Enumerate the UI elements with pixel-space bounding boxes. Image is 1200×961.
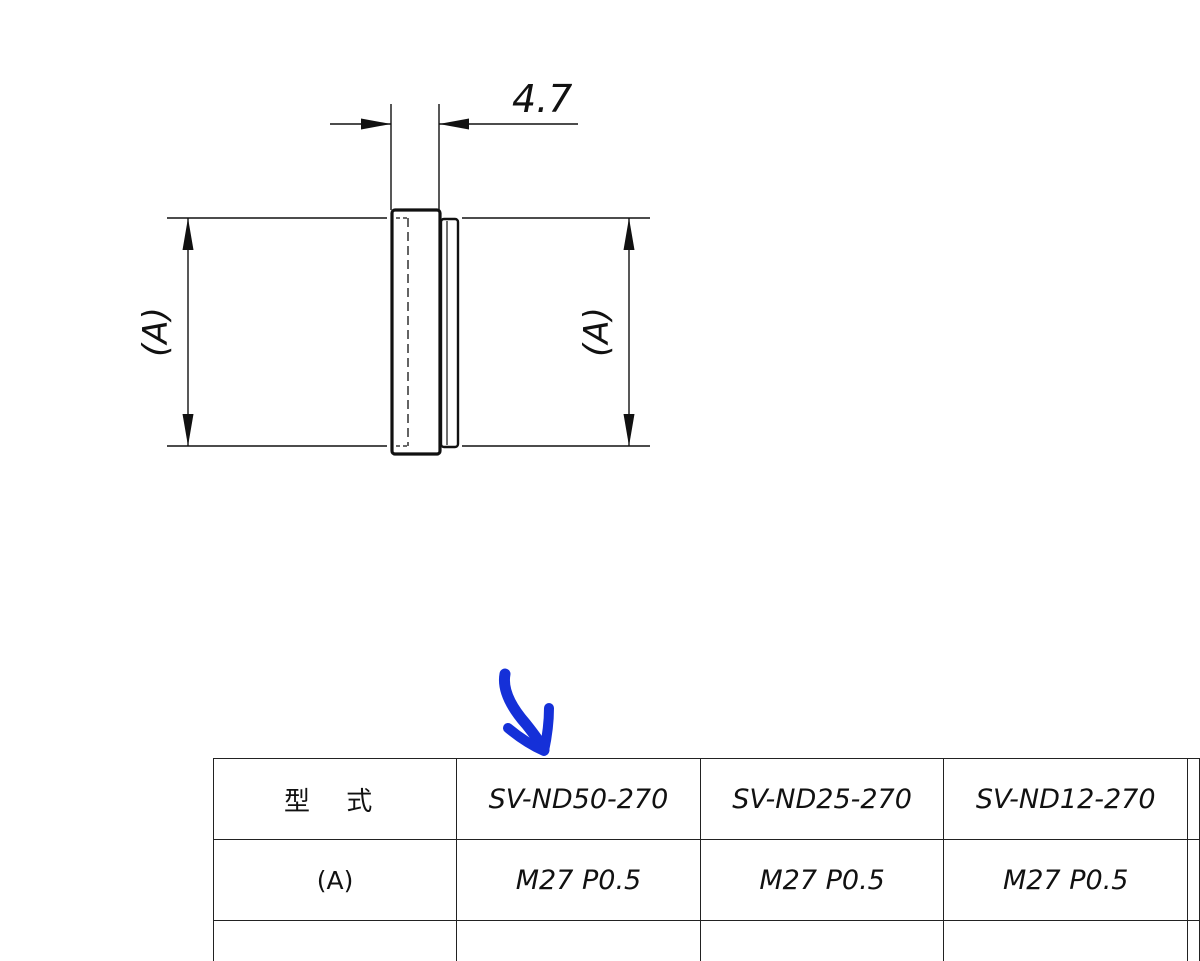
table-cell: M27 P0.5 — [700, 840, 944, 921]
row-label-a: (A) — [214, 840, 457, 921]
table-header-row: 型 式 SV-ND50-270 SV-ND25-270 SV-ND12-270 — [214, 759, 1200, 840]
table-cell: M27 P0.5 — [944, 840, 1188, 921]
part-thread-section — [441, 219, 458, 447]
right-dimension-label: (A) — [577, 307, 617, 357]
arrowhead-down-right — [624, 414, 635, 446]
right-height-dimension — [462, 218, 650, 446]
header-model-label: 型 式 — [214, 759, 457, 840]
header-model-sv-nd25-270: SV-ND25-270 — [700, 759, 944, 840]
width-dimension-label: 4.7 — [512, 77, 572, 121]
header-model-sv-nd12-270: SV-ND12-270 — [944, 759, 1188, 840]
arrowhead-up-left — [183, 218, 194, 250]
arrowhead-up-right — [624, 218, 635, 250]
table-row: (A) M27 P0.5 M27 P0.5 M27 P0.5 — [214, 840, 1200, 921]
table-cell-cut-off — [1188, 840, 1200, 921]
header-model-sv-nd50-270: SV-ND50-270 — [457, 759, 701, 840]
table-cell — [700, 921, 944, 961]
table-cell — [214, 921, 457, 961]
table-cell: M27 P0.5 — [457, 840, 701, 921]
arrowhead-left-pointing — [439, 119, 469, 130]
hand-drawn-arrow-icon — [504, 674, 549, 751]
arrowhead-right-pointing — [361, 119, 391, 130]
left-dimension-label: (A) — [136, 307, 176, 357]
table-cell-cut-off — [1188, 759, 1200, 840]
arrowhead-down-left — [183, 414, 194, 446]
part-main-body — [392, 210, 440, 454]
table-cell-cut-off — [1188, 921, 1200, 961]
specification-table: 型 式 SV-ND50-270 SV-ND25-270 SV-ND12-270 … — [213, 758, 1200, 961]
table-cell — [457, 921, 701, 961]
table-row-partial — [214, 921, 1200, 961]
left-height-dimension — [167, 218, 387, 446]
table-cell — [944, 921, 1188, 961]
